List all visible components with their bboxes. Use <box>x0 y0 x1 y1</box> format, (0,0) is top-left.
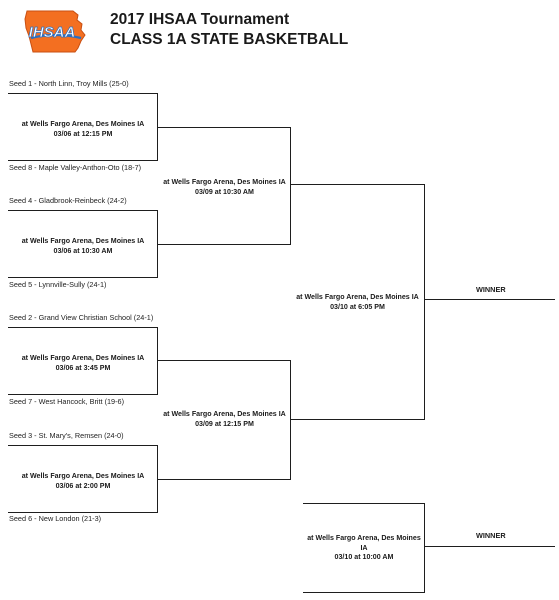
game-time: 03/06 at 12:15 PM <box>53 129 113 138</box>
game-venue: at Wells Fargo Arena, Des Moines <box>307 534 421 542</box>
bracket-line <box>424 503 426 593</box>
bracket-line <box>290 184 425 186</box>
bracket-line <box>290 127 292 245</box>
game-info: at Wells Fargo Arena, Des Moines IA 03/1… <box>291 293 424 312</box>
bracket-line <box>8 210 158 212</box>
game-time: 03/10 at 6:05 PM <box>330 302 385 311</box>
bracket-line <box>8 512 158 514</box>
bracket-line <box>157 127 291 129</box>
winner-label: WINNER <box>476 285 506 294</box>
seed-label: Seed 6 - New London (21-3) <box>9 514 102 523</box>
ihsaa-logo: IHSAA <box>24 10 86 53</box>
bracket-line <box>424 299 555 301</box>
bracket-line <box>8 277 158 279</box>
bracket-line <box>157 479 291 481</box>
game-venue: at Wells Fargo Arena, Des Moines IA <box>21 472 145 480</box>
seed-label: Seed 8 - Maple Valley-Anthon-Oto (18-7) <box>9 163 142 172</box>
bracket-line <box>424 546 555 548</box>
game-venue: at Wells Fargo Arena, Des Moines IA <box>163 410 286 418</box>
game-info: at Wells Fargo Arena, Des Moines IA 03/0… <box>158 178 291 197</box>
game-venue: IA <box>360 543 368 552</box>
seed-label: Seed 3 - St. Mary's, Remsen (24-0) <box>9 431 124 440</box>
game-time: 03/06 at 3:45 PM <box>55 363 111 372</box>
winner-label: WINNER <box>476 531 506 540</box>
game-venue: at Wells Fargo Arena, Des Moines IA <box>21 237 145 245</box>
logo-text: IHSAA <box>29 24 76 41</box>
game-venue: at Wells Fargo Arena, Des Moines IA <box>163 178 286 186</box>
game-time: 03/06 at 10:30 AM <box>53 246 113 255</box>
seed-label: Seed 5 - Lynnville-Sully (24-1) <box>9 280 107 289</box>
game-time: 03/06 at 2:00 PM <box>55 481 111 490</box>
seed-label: Seed 1 - North Linn, Troy Mills (25-0) <box>9 79 129 88</box>
bracket-line <box>8 445 158 447</box>
game-info: at Wells Fargo Arena, Des Moines IA 03/1… <box>303 534 425 563</box>
bracket-line <box>303 503 425 505</box>
seed-label: Seed 4 - Gladbrook-Reinbeck (24-2) <box>9 196 127 205</box>
bracket-line <box>8 394 158 396</box>
game-time: 03/09 at 12:15 PM <box>195 419 254 428</box>
bracket-line <box>157 360 291 362</box>
page-subtitle: CLASS 1A STATE BASKETBALL <box>110 31 349 48</box>
bracket-line <box>8 160 158 162</box>
game-info: at Wells Fargo Arena, Des Moines IA 03/0… <box>8 472 158 491</box>
game-time: 03/09 at 10:30 AM <box>195 187 254 196</box>
bracket-line <box>8 327 158 329</box>
page-title: 2017 IHSAA Tournament <box>110 11 290 28</box>
seed-label: Seed 7 - West Hancock, Britt (19-6) <box>9 397 125 406</box>
bracket-line <box>424 184 426 420</box>
game-info: at Wells Fargo Arena, Des Moines IA 03/0… <box>8 237 158 256</box>
game-time: 03/10 at 10:00 AM <box>334 553 394 562</box>
game-info: at Wells Fargo Arena, Des Moines IA 03/0… <box>158 410 291 429</box>
bracket-line <box>303 592 425 594</box>
game-venue: at Wells Fargo Arena, Des Moines IA <box>21 120 145 128</box>
bracket-line <box>157 244 291 246</box>
game-venue: at Wells Fargo Arena, Des Moines IA <box>296 293 419 301</box>
bracket-line <box>8 93 158 95</box>
seed-label: Seed 2 - Grand View Christian School (24… <box>9 313 154 322</box>
game-info: at Wells Fargo Arena, Des Moines IA 03/0… <box>8 354 158 373</box>
game-info: at Wells Fargo Arena, Des Moines IA 03/0… <box>8 120 158 139</box>
game-venue: at Wells Fargo Arena, Des Moines IA <box>21 354 145 362</box>
bracket-line <box>290 419 425 421</box>
